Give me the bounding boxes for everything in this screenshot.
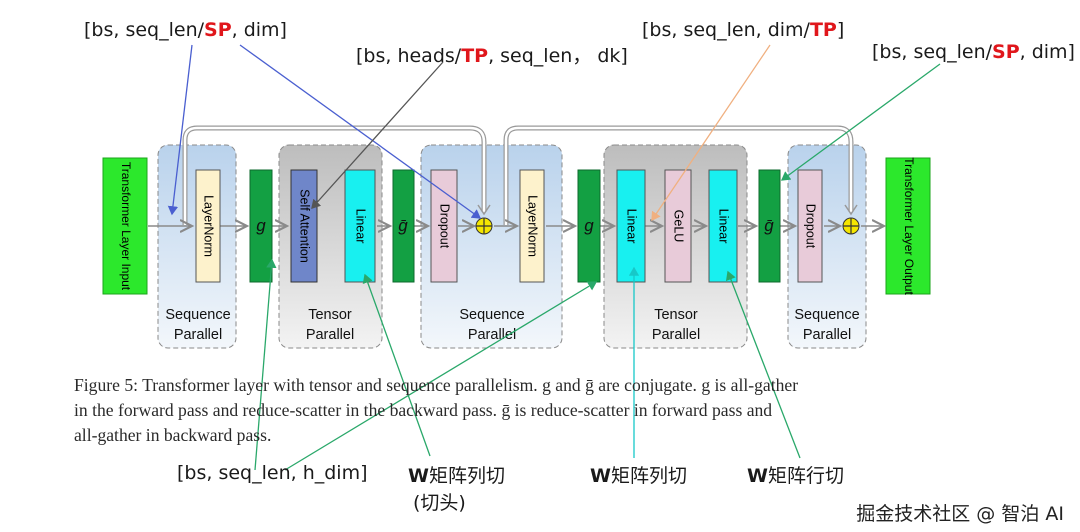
output-block xyxy=(885,157,931,295)
pointer-w-row xyxy=(725,270,801,459)
input-label: Transformer Layer Input xyxy=(119,162,133,291)
pointer-top-right1 xyxy=(651,44,771,222)
sp2-label-line2: Parallel xyxy=(468,327,516,343)
layernorm-label-2: LayerNorm xyxy=(526,195,540,257)
gbar-label-2: ḡ xyxy=(764,216,774,235)
dropout-block-2 xyxy=(797,169,823,283)
gbar-label-1: ḡ xyxy=(398,216,408,235)
linear-block-2 xyxy=(616,169,646,283)
pointer-top-right2 xyxy=(780,63,941,181)
pointer-top-left-2 xyxy=(239,44,482,219)
gelu-block xyxy=(664,169,692,283)
caption-line-3: all-gather in backward pass. xyxy=(74,425,272,445)
watermark: 掘金技术社区 @ 智泊 AI xyxy=(856,503,1064,525)
linear-block-1 xyxy=(344,169,376,283)
output-label: Transformer Layer Output xyxy=(902,157,916,295)
sp1-label-line2: Parallel xyxy=(174,327,222,343)
self-attention-label: Self Attention xyxy=(298,189,312,263)
caption-line-2: in the forward pass and reduce-scatter i… xyxy=(74,400,773,420)
tp1-label-line2: Parallel xyxy=(306,327,354,343)
dropout-label-2: Dropout xyxy=(804,204,818,249)
caption-line-1: Figure 5: Transformer layer with tensor … xyxy=(74,375,799,395)
linear-label-1: Linear xyxy=(354,209,368,244)
pointer-top-mid xyxy=(311,61,444,209)
pointer-bottom-shape-2 xyxy=(284,281,598,471)
layernorm-block-2 xyxy=(519,169,545,283)
tp2-label-line2: Parallel xyxy=(652,327,700,343)
annotation-bottom-shape: [bs, seq_len, h_dim] xyxy=(177,462,368,484)
tp1-label-line1: Tensor xyxy=(308,307,352,323)
annotation-w-col: W矩阵列切 xyxy=(590,465,687,487)
tp2-label-line1: Tensor xyxy=(654,307,698,323)
self-attention-block xyxy=(290,169,318,283)
sp2-label-line1: Sequence xyxy=(459,307,524,323)
g-label-2: g xyxy=(584,216,594,235)
annotation-top-mid: [bs, heads/TP, seq_len， dk] xyxy=(356,45,628,67)
sp3-label-line1: Sequence xyxy=(794,307,859,323)
pointer-bottom-shape-1 xyxy=(254,258,277,471)
linear-label-2: Linear xyxy=(625,209,639,244)
g-label-1: g xyxy=(256,216,266,235)
figure-caption: Figure 5: Transformer layer with tensor … xyxy=(74,373,974,448)
gbar-block-2 xyxy=(758,169,781,283)
linear-block-3 xyxy=(708,169,738,283)
layernorm-block-1 xyxy=(195,169,221,283)
sp1-label-line1: Sequence xyxy=(165,307,230,323)
gbar-block-1 xyxy=(392,169,415,283)
layernorm-label-1: LayerNorm xyxy=(202,195,216,257)
annotation-w-col-head: W矩阵列切 xyxy=(408,465,505,487)
g-block-1 xyxy=(249,169,273,283)
pointer-w-col-head xyxy=(362,273,431,457)
annotation-top-right1: [bs, seq_len, dim/TP] xyxy=(642,19,845,41)
pointer-top-left xyxy=(167,44,193,216)
annotation-w-row: W矩阵行切 xyxy=(747,465,844,487)
annotation-top-right2: [bs, seq_len/SP, dim] xyxy=(872,41,1075,63)
input-block xyxy=(102,157,148,295)
annotation-w-col-head-sub: (切头) xyxy=(413,492,466,514)
linear-label-3: Linear xyxy=(717,209,731,244)
dropout-label-1: Dropout xyxy=(438,204,452,249)
annotation-top-left: [bs, seq_len/SP, dim] xyxy=(84,19,287,41)
sp3-label-line2: Parallel xyxy=(803,327,851,343)
dropout-block-1 xyxy=(430,169,458,283)
gelu-label: GeLU xyxy=(672,210,686,243)
